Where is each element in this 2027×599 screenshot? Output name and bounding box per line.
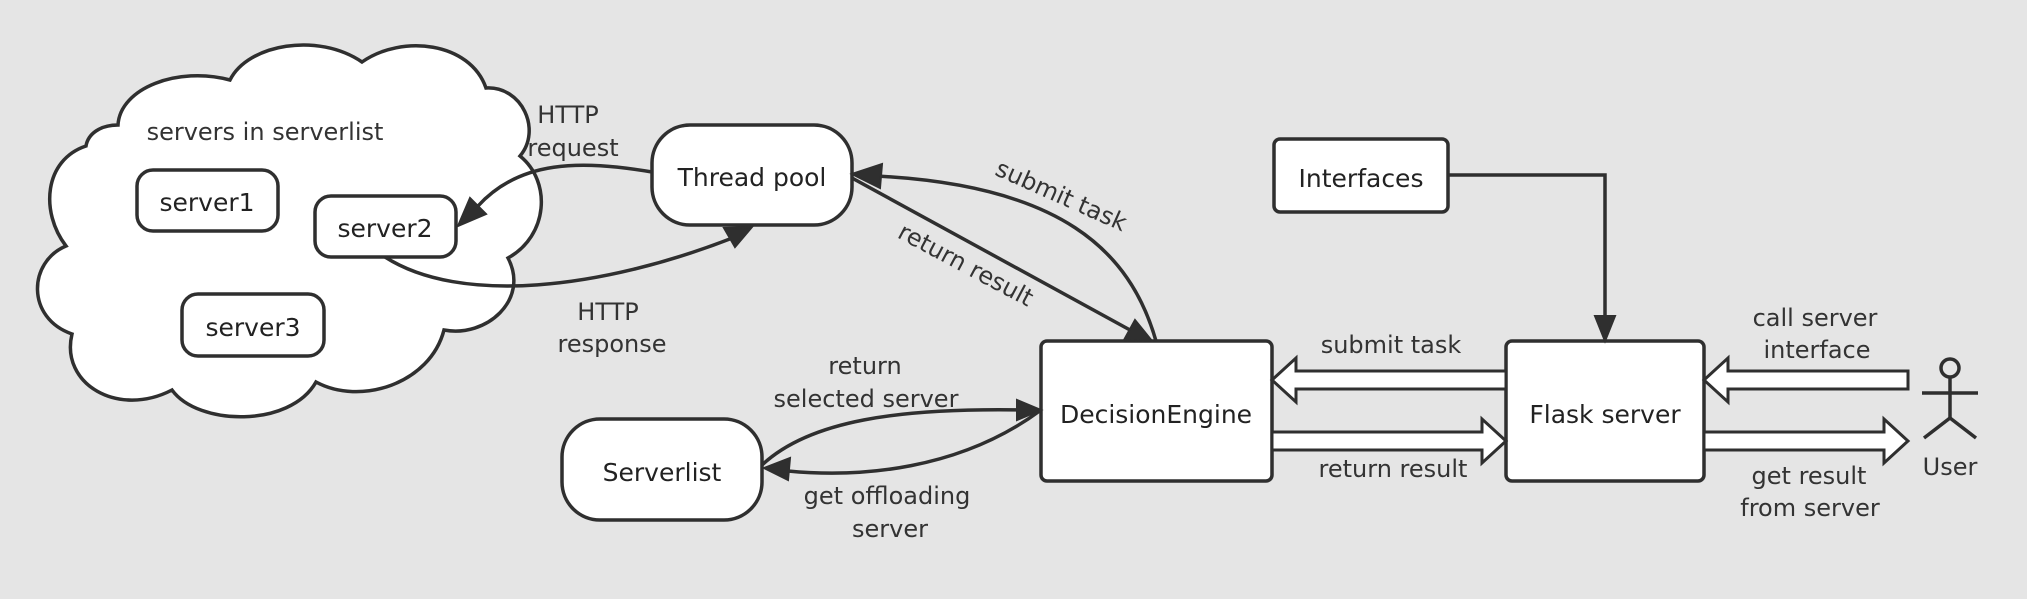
- return-result-pool-label: return result: [893, 218, 1038, 313]
- return-result-flask-arrow: [1270, 415, 1509, 467]
- get-offloading-label: get offloading: [804, 482, 971, 510]
- http-request-label: HTTP: [537, 101, 598, 129]
- return-result-flask-label: return result: [1319, 455, 1468, 483]
- submit-task-pool-label: submit task: [991, 154, 1131, 237]
- call-interface-arrow: [1701, 354, 1910, 406]
- serverlist-label: Serverlist: [603, 458, 722, 487]
- decision-engine-label: DecisionEngine: [1060, 400, 1252, 429]
- interfaces-to-flask-arrow: [1448, 173, 1607, 320]
- thread-pool-label: Thread pool: [677, 163, 827, 192]
- http-response-label: HTTP: [577, 298, 638, 326]
- return-selected-label: return: [828, 352, 901, 380]
- server3-label: server3: [205, 313, 300, 342]
- user-label: User: [1923, 453, 1978, 481]
- flask-server-label: Flask server: [1529, 400, 1681, 429]
- interfaces-to-flask-arrowhead: [1593, 315, 1617, 344]
- return-selected-arrow: [760, 408, 1023, 467]
- interfaces-label: Interfaces: [1299, 164, 1424, 193]
- get-offloading-arrow: [787, 408, 1043, 475]
- server-cloud: servers in serverlist server1 server2 se…: [35, 43, 543, 419]
- submit-task-flask-arrow: [1269, 354, 1508, 406]
- return-selected-arrowhead: [1016, 398, 1044, 422]
- return-result-pool-arrowhead: [1122, 318, 1155, 343]
- get-offloading-arrowhead: [761, 456, 792, 482]
- call-interface-label: call server: [1753, 304, 1878, 332]
- submit-task-pool-arrow: [874, 174, 1158, 342]
- get-offloading-label-2: server: [852, 515, 928, 543]
- get-result-arrow: [1702, 415, 1911, 467]
- get-result-label: get result: [1752, 462, 1867, 490]
- server1-label: server1: [159, 188, 254, 217]
- submit-task-flask-label: submit task: [1321, 331, 1462, 359]
- http-request-arrow: [476, 163, 653, 208]
- http-response-arrow: [384, 235, 736, 288]
- server2-label: server2: [337, 214, 432, 243]
- call-interface-label-2: interface: [1763, 336, 1870, 364]
- http-request-label-2: request: [527, 134, 618, 162]
- server3-node[interactable]: [180, 292, 326, 358]
- serverlist-node[interactable]: [560, 417, 764, 522]
- return-result-pool-arrow: [851, 176, 1131, 332]
- user-actor-icon: [1922, 357, 1978, 440]
- server1-node[interactable]: [135, 168, 280, 233]
- get-result-label-2: from server: [1740, 494, 1880, 522]
- submit-task-pool-arrowhead: [849, 162, 884, 190]
- cloud-title: servers in serverlist: [147, 118, 384, 146]
- http-request-arrowhead: [456, 196, 488, 228]
- http-response-arrowhead: [722, 225, 755, 249]
- cloud-shape: [35, 43, 543, 419]
- return-selected-label-2: selected server: [774, 385, 959, 413]
- http-response-label-2: response: [557, 330, 666, 358]
